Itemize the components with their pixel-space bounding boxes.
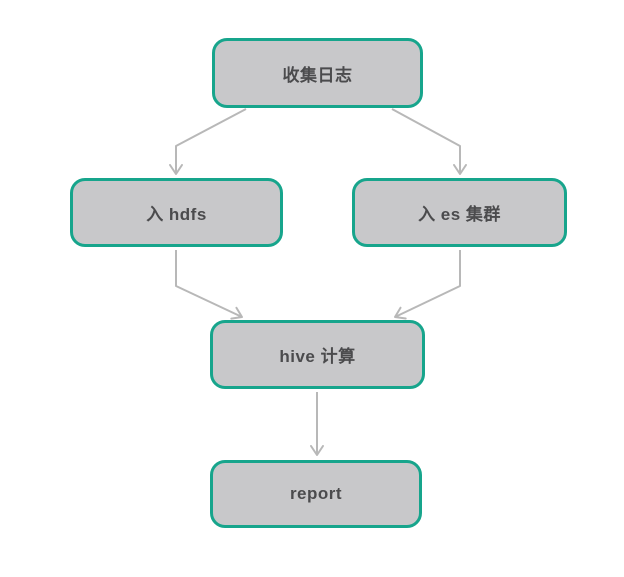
connector-collect-to-es (391, 108, 467, 175)
connector-hdfs-to-hive (175, 250, 243, 320)
node-report-label: report (289, 484, 343, 503)
node-hive: hive 计算 (210, 320, 425, 389)
node-report: report (210, 460, 422, 528)
node-hive-label: hive 计算 (279, 347, 356, 366)
node-es-cluster-label: 入 es 集群 (418, 205, 501, 224)
node-es-cluster: 入 es 集群 (352, 178, 567, 247)
node-collect-logs: 收集日志 (212, 38, 423, 108)
connector-collect-to-hdfs (169, 108, 247, 175)
node-collect-logs-label: 收集日志 (282, 65, 353, 85)
node-hdfs: 入 hdfs (70, 178, 283, 247)
node-hdfs-label: 入 hdfs (146, 205, 207, 224)
connector-es-to-hive (394, 250, 461, 320)
